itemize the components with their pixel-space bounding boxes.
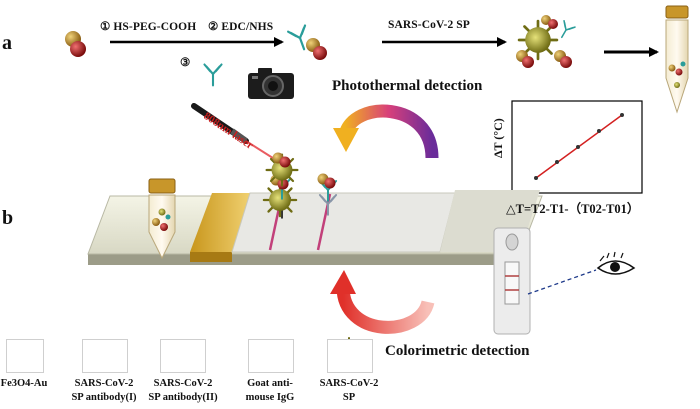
sample-tube-top: [665, 5, 689, 114]
control-line-complex: [317, 173, 338, 216]
photothermal-arrowhead: [333, 128, 359, 152]
legend-label-line: SARS-CoV-2: [153, 378, 213, 389]
test-line-complex: [262, 152, 299, 219]
data-point: [555, 160, 559, 164]
legend-box-sp: [327, 339, 373, 373]
temperature-graph: [511, 100, 643, 194]
data-point: [534, 176, 538, 180]
step1-label: ① HS-PEG-COOH: [100, 21, 197, 33]
legend-label-line: SARS-CoV-2: [319, 378, 379, 389]
legend-label-particle: Fe3O4-Au: [0, 377, 48, 391]
sample-tube-strip: [148, 178, 176, 260]
fe3o4-au-particle-start: [65, 31, 86, 57]
legend-label-line: SP: [342, 392, 356, 403]
conjugated-particle: [287, 24, 327, 60]
legend-label-antibody1: SARS-CoV-2 SP antibody(I): [62, 377, 146, 405]
panel-label-a: a: [2, 32, 12, 54]
step3-antibody-icon: [203, 63, 223, 87]
graph-ylabel: ΔT (°C): [491, 118, 505, 158]
legend-label-line: mouse IgG: [245, 392, 295, 403]
colorimetric-title: Colorimetric detection: [385, 343, 530, 359]
panel-label-b: b: [2, 207, 14, 229]
sp-bound-complex: [516, 15, 576, 68]
graph-equation: △T=T2-T1-（T02-T01）: [506, 202, 640, 216]
colorimetric-arrowhead: [330, 270, 356, 294]
photothermal-title: Photothermal detection: [332, 78, 483, 94]
legend-label-sp: SARS-CoV-2 SP: [310, 377, 388, 405]
photothermal-curved-arrow: [338, 104, 439, 159]
lateral-flow-cassette: [493, 227, 531, 335]
data-point: [576, 145, 580, 149]
data-point: [597, 129, 601, 133]
sp-step-label: SARS-CoV-2 SP: [388, 19, 470, 31]
laser-pointer-icon: [191, 103, 277, 161]
colorimetric-curved-arrow: [336, 286, 435, 334]
legend-label-line: Fe3O4-Au: [0, 378, 48, 389]
legend-label-goat-igg: Goat anti- mouse IgG: [232, 377, 308, 405]
legend-box-goat-igg: [248, 339, 294, 373]
legend-box-antibody2: [160, 339, 206, 373]
legend-label-line: Goat anti-: [247, 378, 293, 389]
legend-label-antibody2: SARS-CoV-2 SP antibody(II): [140, 377, 226, 405]
legend-box-antibody1: [82, 339, 128, 373]
view-line: [527, 269, 597, 295]
legend-label-line: SARS-CoV-2: [74, 378, 134, 389]
legend-box-particle: [6, 339, 44, 373]
camera-icon: [248, 68, 294, 99]
legend-label-line: SP antibody(II): [148, 392, 218, 403]
data-point: [620, 113, 624, 117]
step3-label: ③: [180, 57, 191, 69]
legend-label-line: SP antibody(I): [71, 392, 137, 403]
eye-icon: [596, 251, 636, 275]
step2-label: ② EDC/NHS: [208, 21, 274, 33]
